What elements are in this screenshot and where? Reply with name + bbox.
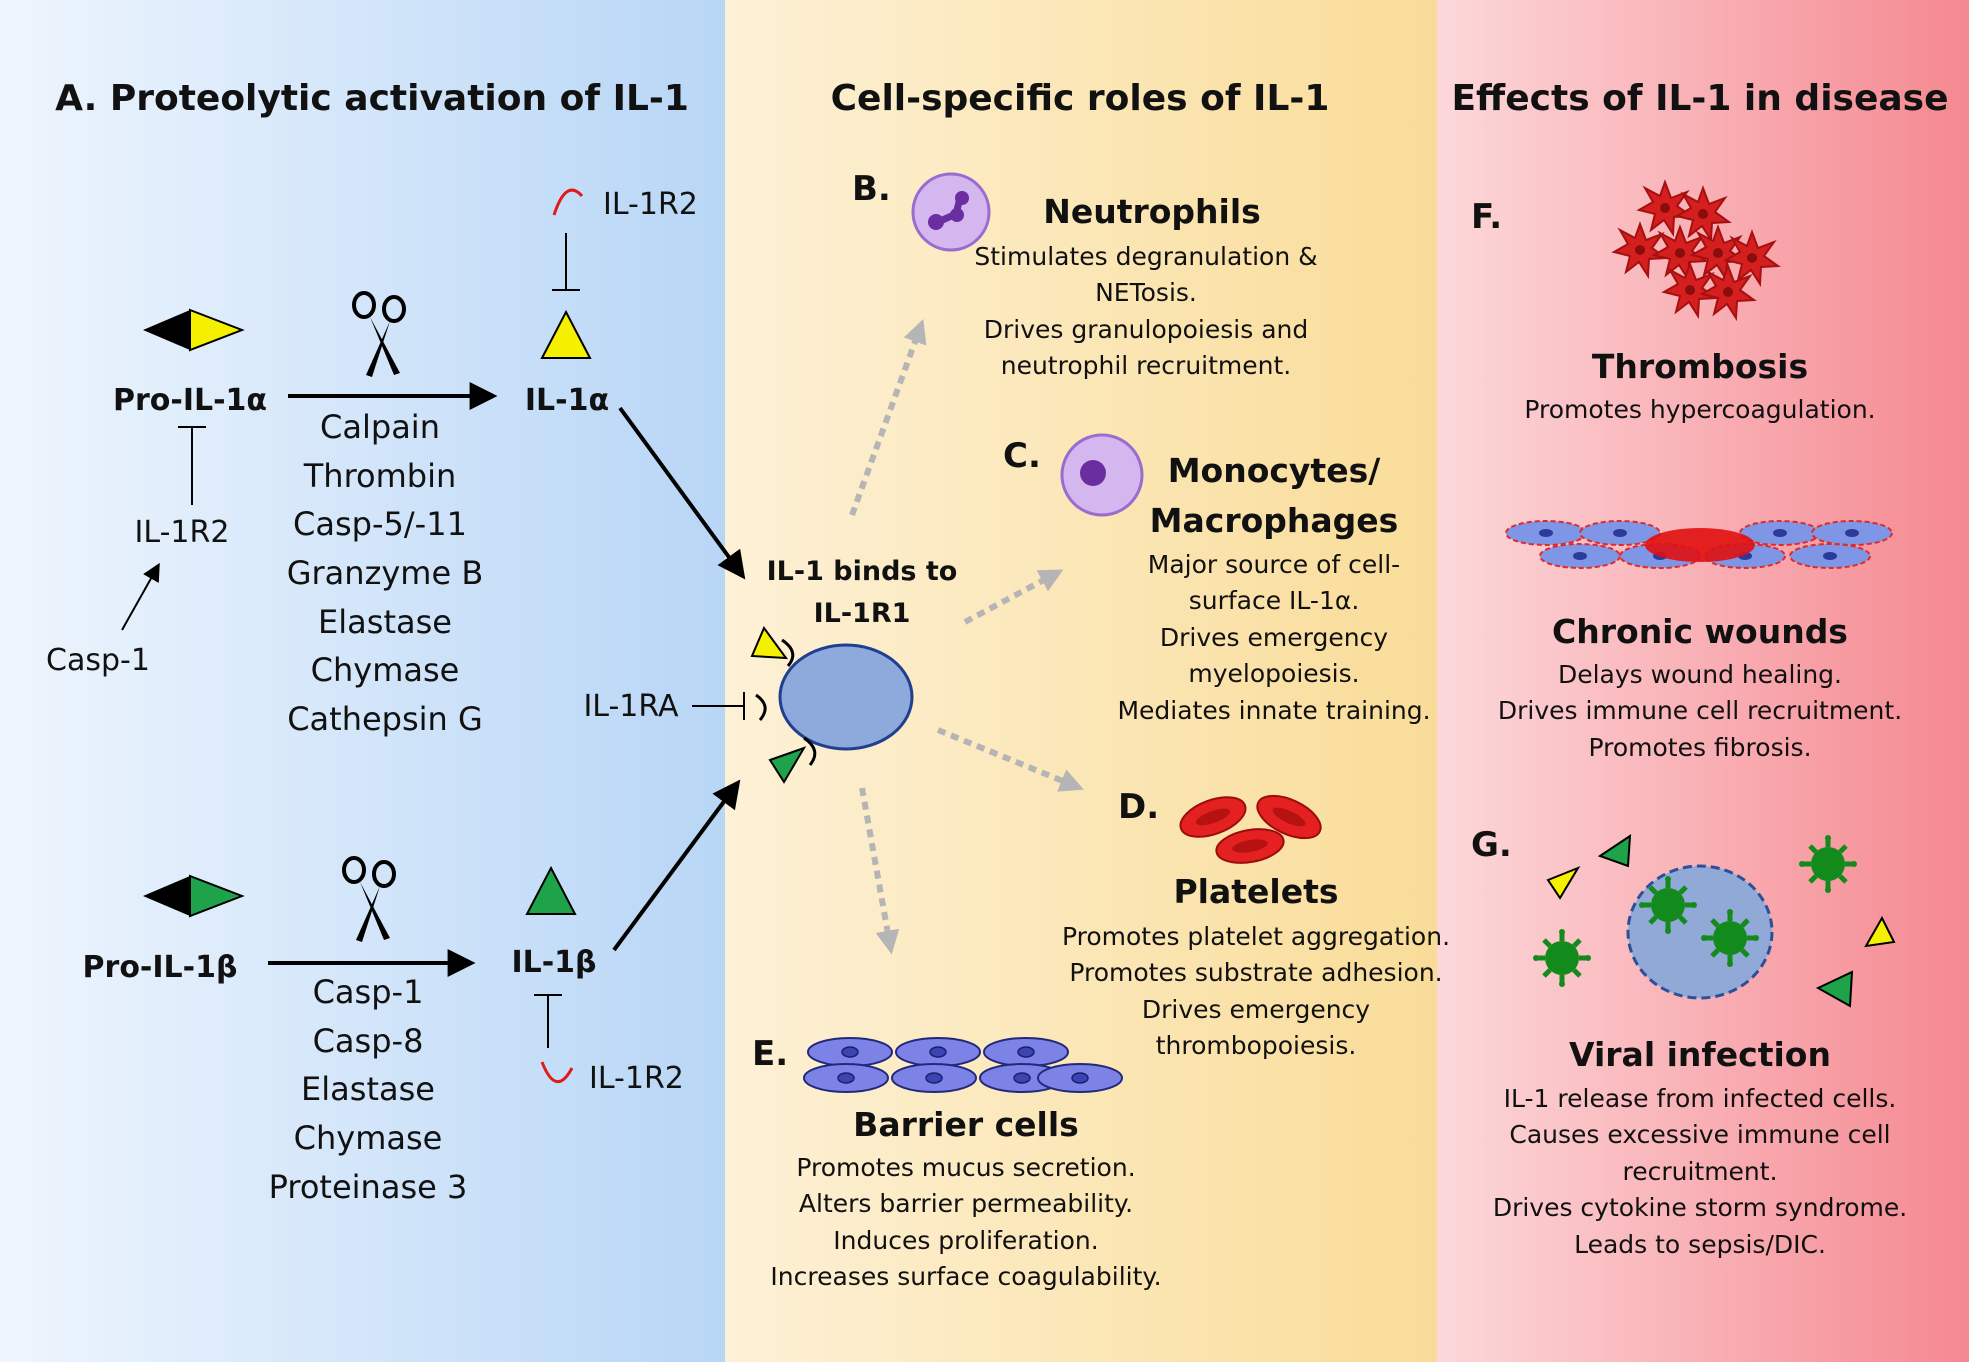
neutrophils-text: NETosis. bbox=[1095, 278, 1197, 307]
barrier-cells-text: Promotes mucus secretion. bbox=[796, 1153, 1135, 1182]
il1a-protease: Elastase bbox=[318, 603, 452, 641]
viral-infection-text: IL-1 release from infected cells. bbox=[1504, 1084, 1897, 1113]
il1b-protease: Proteinase 3 bbox=[269, 1168, 468, 1206]
il1b-protease: Chymase bbox=[294, 1119, 443, 1157]
il1r2-top-label: IL-1R2 bbox=[603, 187, 698, 222]
thrombosis-title: Thrombosis bbox=[1592, 347, 1808, 386]
panel-a-title: A. Proteolytic activation of IL-1 bbox=[55, 78, 689, 119]
panel-b-letter: B. bbox=[852, 169, 891, 209]
il1r2-left-label: IL-1R2 bbox=[135, 515, 230, 550]
arrow-to-barrier-cells bbox=[859, 787, 900, 955]
pro-il1a-label: Pro-IL-1α bbox=[113, 383, 267, 418]
monocytes-title-line1: Monocytes/ bbox=[1168, 451, 1382, 490]
casp1-label: Casp-1 bbox=[46, 643, 150, 678]
neutrophils-text: neutrophil recruitment. bbox=[1001, 351, 1292, 380]
binding-label-line2: IL-1R1 bbox=[814, 598, 911, 629]
cell-effect-arrows bbox=[849, 318, 1084, 955]
barrier-cells-text: Induces proliferation. bbox=[833, 1226, 1098, 1255]
receptor-cell-icon bbox=[750, 625, 914, 784]
viral-infection-text: Leads to sepsis/DIC. bbox=[1574, 1230, 1826, 1259]
barrier-cells-text: Increases surface coagulability. bbox=[770, 1262, 1161, 1291]
panel-c-letter: C. bbox=[1003, 436, 1041, 476]
panel-d-letter: D. bbox=[1118, 787, 1159, 827]
il1a-protease: Chymase bbox=[311, 651, 460, 689]
monocytes-text: Drives emergency bbox=[1160, 623, 1388, 652]
platelets-text: Drives emergency bbox=[1142, 995, 1370, 1024]
pro-il1b-icon bbox=[143, 874, 245, 918]
il1r2-decoy-icon bbox=[552, 188, 584, 216]
il1a-label: IL-1α bbox=[525, 383, 609, 418]
il1b-triangle-icon bbox=[525, 865, 577, 915]
arrow-to-monocytes bbox=[963, 569, 1064, 625]
il1b-protease-list: Casp-1 Casp-8 Elastase Chymase Proteinas… bbox=[269, 973, 468, 1206]
il1r2-decoy-icon bbox=[540, 1061, 574, 1083]
viral-infection-text: Drives cytokine storm syndrome. bbox=[1493, 1193, 1907, 1222]
pro-il1b-label: Pro-IL-1β bbox=[83, 950, 238, 985]
il1a-protease: Thrombin bbox=[303, 457, 457, 495]
neutrophils-text: Stimulates degranulation & bbox=[974, 242, 1317, 271]
pro-il1a-icon bbox=[143, 308, 245, 352]
casp1-arrow bbox=[121, 562, 160, 631]
il1b-protease: Elastase bbox=[301, 1070, 435, 1108]
il1a-protease: Calpain bbox=[320, 408, 440, 446]
platelets-text: thrombopoiesis. bbox=[1156, 1031, 1357, 1060]
thrombosis-text: Promotes hypercoagulation. bbox=[1524, 395, 1875, 424]
monocytes-text: myelopoiesis. bbox=[1188, 659, 1359, 688]
il1b-to-receptor-arrow bbox=[612, 779, 741, 952]
il1ra-label: IL-1RA bbox=[583, 689, 679, 724]
neutrophil-icon bbox=[911, 172, 991, 252]
il1a-triangle-icon bbox=[540, 309, 592, 359]
il1r2-bottom-label: IL-1R2 bbox=[589, 1061, 684, 1096]
barrier-cells-text: Alters barrier permeability. bbox=[799, 1189, 1133, 1218]
platelets-title: Platelets bbox=[1173, 872, 1338, 911]
monocyte-icon bbox=[1060, 433, 1144, 517]
platelet-icon bbox=[1179, 794, 1322, 864]
monocytes-title-line2: Macrophages bbox=[1150, 501, 1399, 540]
viral-infection-title: Viral infection bbox=[1569, 1035, 1831, 1074]
bound-il1b-triangle-icon bbox=[768, 746, 807, 784]
il1a-protease: Casp-5/-11 bbox=[293, 505, 467, 543]
chronic-wounds-text: Drives immune cell recruitment. bbox=[1498, 696, 1902, 725]
barrier-cells-title: Barrier cells bbox=[853, 1105, 1079, 1144]
panel-g-letter: G. bbox=[1471, 825, 1512, 865]
chronic-wounds-text: Promotes fibrosis. bbox=[1588, 733, 1811, 762]
arrow-to-neutrophils bbox=[849, 318, 927, 517]
il1b-triangle-icon bbox=[1597, 834, 1632, 868]
wound-lesion bbox=[1645, 528, 1755, 562]
viral-infection-text: recruitment. bbox=[1622, 1157, 1777, 1186]
panel-right-title: Effects of IL-1 in disease bbox=[1451, 78, 1948, 119]
il1b-label: IL-1β bbox=[511, 945, 596, 980]
il1b-triangle-icon bbox=[1815, 970, 1854, 1008]
il1a-protease: Cathepsin G bbox=[287, 700, 483, 738]
bound-il1a-triangle-icon bbox=[750, 625, 789, 660]
panel-f-letter: F. bbox=[1471, 197, 1502, 237]
platelets-text: Promotes substrate adhesion. bbox=[1069, 958, 1442, 987]
viral-infection-icon bbox=[1533, 834, 1896, 1008]
il1a-to-receptor-arrow bbox=[618, 406, 746, 580]
il1a-triangle-icon bbox=[1864, 915, 1896, 948]
panel-e-letter: E. bbox=[752, 1034, 788, 1074]
il1a-triangle-icon bbox=[1546, 865, 1581, 900]
panel-middle-title: Cell-specific roles of IL-1 bbox=[831, 78, 1330, 119]
arrow-to-platelets bbox=[936, 727, 1084, 792]
monocytes-text: surface IL-1α. bbox=[1189, 586, 1360, 615]
il1b-protease: Casp-1 bbox=[313, 973, 424, 1011]
il1a-protease: Granzyme B bbox=[287, 554, 484, 592]
neutrophils-text: Drives granulopoiesis and bbox=[984, 315, 1309, 344]
chronic-wound-icon bbox=[1505, 520, 1893, 569]
monocytes-text: Mediates innate training. bbox=[1117, 696, 1430, 725]
il1b-protease: Casp-8 bbox=[313, 1022, 424, 1060]
chronic-wounds-text: Delays wound healing. bbox=[1558, 660, 1842, 689]
platelets-text: Promotes platelet aggregation. bbox=[1062, 922, 1450, 951]
chronic-wounds-title: Chronic wounds bbox=[1552, 612, 1848, 651]
neutrophils-title: Neutrophils bbox=[1043, 192, 1261, 231]
viral-infection-text: Causes excessive immune cell bbox=[1509, 1120, 1890, 1149]
monocytes-text: Major source of cell- bbox=[1148, 550, 1400, 579]
il1a-protease-list: Calpain Thrombin Casp-5/-11 Granzyme B E… bbox=[287, 408, 484, 738]
binding-label-line1: IL-1 binds to bbox=[767, 556, 958, 587]
panel-a-background bbox=[0, 0, 725, 1362]
